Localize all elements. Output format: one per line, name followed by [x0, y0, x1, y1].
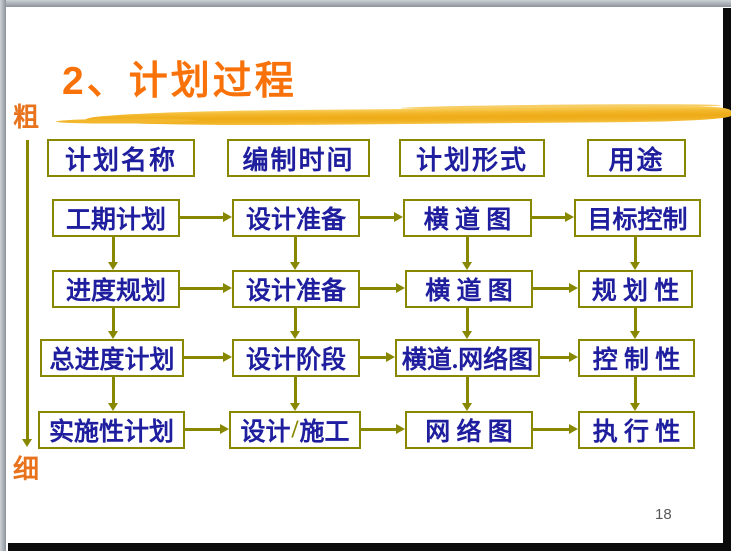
- flow-box: 设计阶段: [232, 339, 360, 377]
- box-text: 设计: [240, 419, 291, 446]
- flow-box: 执 行 性: [578, 411, 695, 449]
- coarse-to-fine-down-arrow: [22, 140, 32, 447]
- flow-box: 横 道 图: [403, 199, 532, 237]
- box-text: 施工: [299, 419, 350, 446]
- header-box-purpose: 用途: [587, 139, 686, 177]
- flow-box: 横 道 图: [405, 270, 533, 308]
- right-arrow: [180, 283, 232, 293]
- down-arrow: [290, 377, 300, 411]
- flow-box: 总进度计划: [40, 339, 184, 377]
- brush-underline: [85, 106, 731, 127]
- flow-box: 网 络 图: [405, 411, 533, 449]
- down-arrow: [108, 308, 118, 339]
- down-arrow: [108, 237, 118, 270]
- slide-shadow-right: [723, 8, 731, 551]
- down-arrow: [630, 237, 640, 270]
- right-arrow: [180, 212, 232, 222]
- right-arrow: [360, 212, 403, 222]
- right-arrow: [185, 424, 229, 434]
- down-arrow: [462, 308, 472, 339]
- flow-box: 设计/施工: [229, 411, 361, 449]
- right-arrow: [361, 424, 405, 434]
- flow-box: 规 划 性: [578, 270, 693, 308]
- flow-box: 设计准备: [232, 270, 360, 308]
- header-box-compile-time: 编制时间: [227, 139, 370, 177]
- window-border-top: [0, 0, 731, 7]
- header-box-plan-form: 计划形式: [399, 139, 545, 177]
- right-arrow: [184, 352, 232, 362]
- down-arrow: [290, 308, 300, 339]
- right-arrow: [533, 424, 578, 434]
- slide-title: 2、计划过程: [62, 60, 297, 103]
- down-arrow: [630, 308, 640, 339]
- down-arrow: [630, 377, 640, 411]
- header-box-plan-name: 计划名称: [47, 139, 195, 177]
- down-arrow: [462, 237, 472, 270]
- fine-label: 细: [13, 455, 40, 484]
- page-number: 18: [655, 506, 672, 523]
- down-arrow: [462, 377, 472, 411]
- flow-box: 设计准备: [232, 199, 360, 237]
- right-arrow: [360, 283, 405, 293]
- down-arrow: [108, 377, 118, 411]
- flow-box: 实施性计划: [38, 411, 185, 449]
- flow-box: 工期计划: [52, 199, 180, 237]
- down-arrow: [290, 237, 300, 270]
- flow-box: 目标控制: [574, 199, 701, 237]
- flow-box: 控 制 性: [578, 339, 695, 377]
- slash-separator: /: [291, 416, 299, 443]
- right-arrow: [360, 352, 395, 362]
- slide-shadow-bottom: [8, 543, 723, 551]
- right-arrow: [540, 352, 578, 362]
- right-arrow: [532, 212, 574, 222]
- coarse-label: 粗: [13, 103, 40, 132]
- flow-box: 进度规划: [52, 270, 180, 308]
- right-arrow: [533, 283, 578, 293]
- window-border-left: [0, 0, 6, 551]
- flow-box: 横道.网络图: [395, 339, 540, 377]
